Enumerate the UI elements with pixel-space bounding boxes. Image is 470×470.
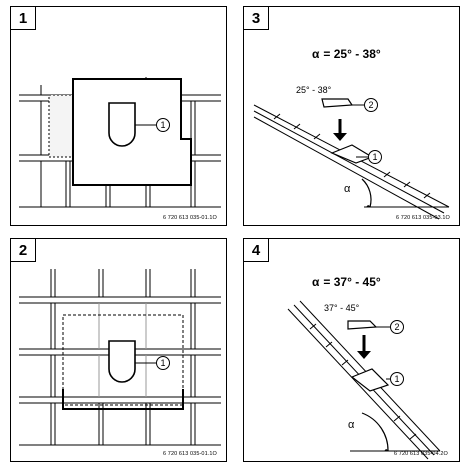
callout-1: 1 xyxy=(368,150,382,164)
callout-2: 2 xyxy=(364,98,378,112)
roof-section-view xyxy=(287,300,441,460)
panel-1: 1 1 6 720 613 035-01.1O xyxy=(10,6,227,226)
alpha-label: α xyxy=(344,183,351,195)
roof-tiles-top-view xyxy=(19,77,221,208)
roof-tiles-top-view xyxy=(19,269,221,446)
panel-3: 3 α= 25° - 38° 25° - 38° 2 1 α 6 720 613… xyxy=(243,6,460,226)
panel-number: 4 xyxy=(243,238,269,262)
panel-number: 3 xyxy=(243,6,269,30)
callout-1: 1 xyxy=(156,356,170,370)
callout-1: 1 xyxy=(390,372,404,386)
panel-4: 4 α= 37° - 45° 37° - 45° 2 1 α 6 720 613… xyxy=(243,238,460,462)
drawing-code: 6 720 613 035-04.2O xyxy=(394,451,448,457)
panel-2: 2 1 6 720 613 035-01.1O xyxy=(10,238,227,462)
angle-range-label: 25° - 38° xyxy=(296,85,332,95)
drawing-code: 6 720 613 035-03.1O xyxy=(396,215,450,221)
drawing-code: 6 720 613 035-01.1O xyxy=(163,451,217,457)
callout-1: 1 xyxy=(156,118,170,132)
roof-section-view xyxy=(253,98,450,220)
angle-header: α= 25° - 38° xyxy=(312,47,381,61)
alpha-label: α xyxy=(348,419,355,431)
angle-header: α= 37° - 45° xyxy=(312,275,381,289)
drawing-code: 6 720 613 035-01.1O xyxy=(163,215,217,221)
panel-number: 1 xyxy=(10,6,36,30)
angle-range-label: 37° - 45° xyxy=(324,303,360,313)
callout-2: 2 xyxy=(390,320,404,334)
panel-number: 2 xyxy=(10,238,36,262)
